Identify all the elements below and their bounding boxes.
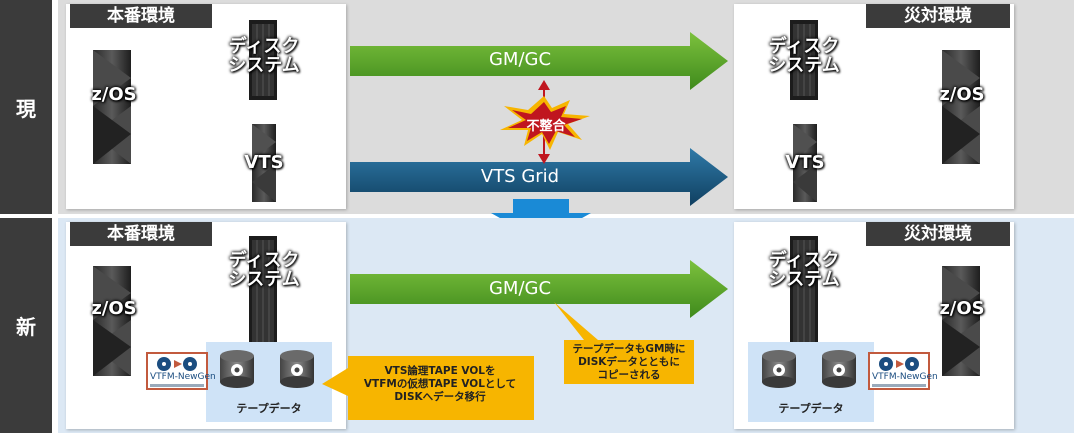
disk-storage-icon [790, 20, 818, 100]
current-dr-disk-label: ディスク システム [768, 36, 840, 76]
tape-cylinder-icon [822, 350, 856, 388]
new-gmgc-label: GM/GC [488, 278, 552, 299]
new-prod-title: 本番環境 [70, 222, 212, 246]
migration-callout: VTS論理TAPE VOLを VTFMの仮想TAPE VOLとして DISKへデ… [363, 365, 517, 404]
new-dr-environment: 災対環境 ディスク システム テープデータ [734, 222, 1014, 429]
tape-cylinder-icon [220, 350, 254, 388]
gmgc-arrow [350, 260, 728, 318]
gmgc-arrow [350, 32, 728, 90]
vtfm-logo-bar [872, 384, 926, 387]
mainframe-server-icon [942, 50, 980, 164]
vtfm-logo: VTFM-NewGen [868, 352, 938, 390]
vts-server-icon [793, 124, 817, 202]
current-dr-vts-label: VTS [785, 152, 825, 173]
current-dr-title: 災対環境 [866, 4, 1010, 28]
new-dr-tape-area: テープデータ [748, 342, 874, 422]
new-prod-environment: 本番環境 z/OS ディスク システム [66, 222, 346, 429]
tape-cylinder-icon [762, 350, 796, 388]
disk-storage-icon [249, 236, 277, 346]
current-prod-title: 本番環境 [70, 4, 212, 28]
vtfm-logo-bar [150, 384, 204, 387]
current-prod-disk-label: ディスク システム [228, 36, 300, 76]
mainframe-server-icon [93, 266, 131, 376]
current-gmgc-label: GM/GC [488, 49, 552, 70]
new-dr-tape-label: テープデータ [778, 402, 844, 415]
migration-callout-shape [322, 356, 534, 420]
current-dr-environment: 災対環境 ディスク システム VTS z/OS [734, 4, 1014, 209]
vts-server-icon [252, 124, 276, 202]
vtfm-reel-icon [157, 357, 197, 371]
copy-callout-shape [554, 302, 694, 384]
current-vts-grid-label: VTS Grid [480, 166, 560, 187]
new-row: 新 本番環境 z/OS ディスク システム [0, 218, 1078, 433]
new-prod-tape-area: テープデータ [206, 342, 332, 422]
vts-grid-arrow [350, 148, 728, 206]
copy-callout: テープデータもGM時に DISKデータとともに コピーされる [572, 343, 686, 382]
current-row: 現 本番環境 z/OS ディスク システム VTS 災対環境 [0, 0, 1078, 214]
disk-storage-icon [790, 236, 818, 346]
vtfm-logo: VTFM-NewGen [146, 352, 216, 390]
new-row-label: 新 [0, 218, 52, 433]
mainframe-server-icon [942, 266, 980, 376]
current-prod-vts-label: VTS [244, 152, 284, 173]
current-row-label: 現 [0, 0, 52, 214]
current-prod-zos-label: z/OS [91, 84, 137, 105]
new-prod-disk-label: ディスク システム [228, 250, 300, 290]
mismatch-label: 不整合 [526, 119, 566, 134]
new-dr-disk-label: ディスク システム [768, 250, 840, 290]
new-prod-zos-label: z/OS [91, 298, 137, 319]
new-dr-zos-label: z/OS [939, 298, 985, 319]
mainframe-server-icon [93, 50, 131, 164]
vtfm-reel-icon [879, 357, 919, 371]
vtfm-logo-text: VTFM-NewGen [872, 372, 938, 382]
new-dr-title: 災対環境 [866, 222, 1010, 246]
new-prod-tape-label: テープデータ [236, 402, 302, 415]
vtfm-logo-text: VTFM-NewGen [150, 372, 216, 382]
explosion-burst-icon [500, 80, 590, 164]
current-dr-zos-label: z/OS [939, 84, 985, 105]
disk-storage-icon [249, 20, 277, 100]
tape-cylinder-icon [280, 350, 314, 388]
current-prod-environment: 本番環境 z/OS ディスク システム VTS [66, 4, 346, 209]
